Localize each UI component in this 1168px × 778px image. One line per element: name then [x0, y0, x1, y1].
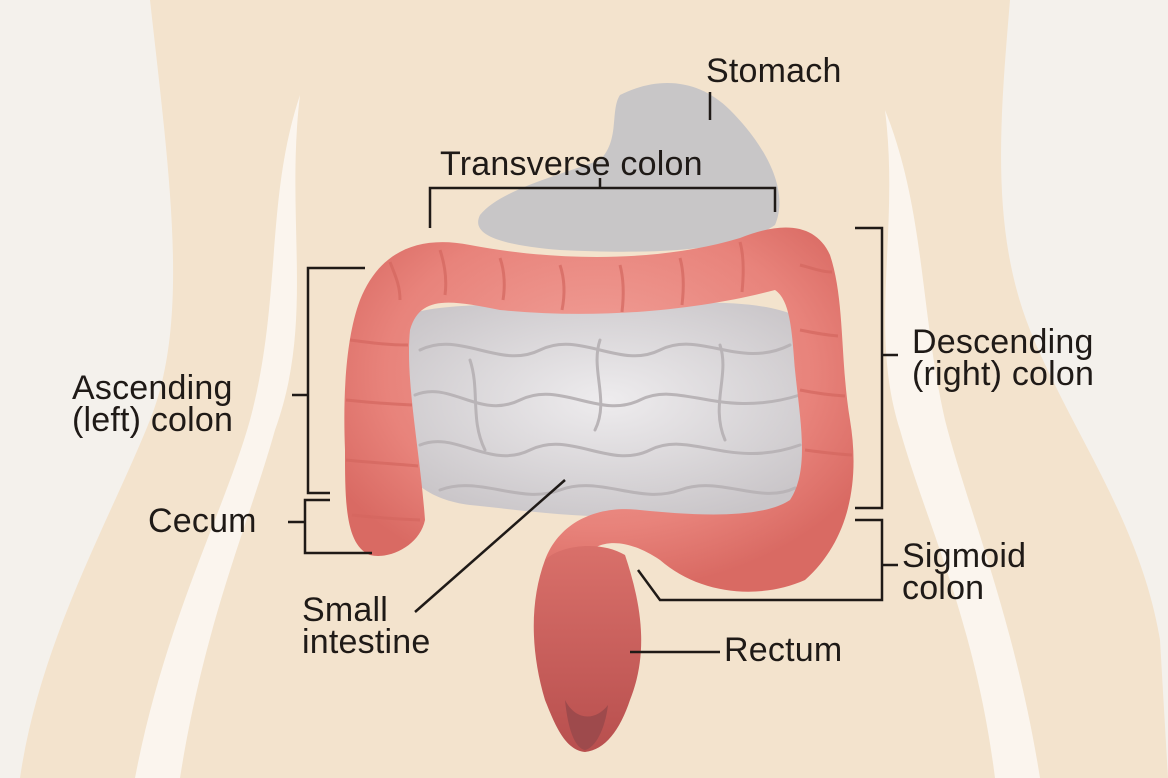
cecum-label: Cecum [148, 505, 257, 537]
descending-colon-label-line1: Descending [912, 326, 1094, 358]
ascending-colon-label-line2: (left) colon [72, 404, 233, 436]
descending-colon-label: Descending (right) colon [912, 326, 1094, 390]
sigmoid-colon-label: Sigmoid colon [902, 540, 1026, 604]
transverse-colon-label: Transverse colon [440, 148, 703, 180]
ascending-colon-label: Ascending (left) colon [72, 372, 233, 436]
small-intestine-label-line2: intestine [302, 626, 430, 658]
small-intestine-label: Small intestine [302, 594, 430, 658]
sigmoid-colon-label-line2: colon [902, 572, 1026, 604]
stomach-label: Stomach [706, 55, 842, 87]
rectum-label: Rectum [724, 634, 842, 666]
small-intestine-organ [389, 303, 825, 520]
ascending-colon-label-line1: Ascending [72, 372, 233, 404]
sigmoid-colon-label-line1: Sigmoid [902, 540, 1026, 572]
descending-colon-label-line2: (right) colon [912, 358, 1094, 390]
small-intestine-label-line1: Small [302, 594, 430, 626]
